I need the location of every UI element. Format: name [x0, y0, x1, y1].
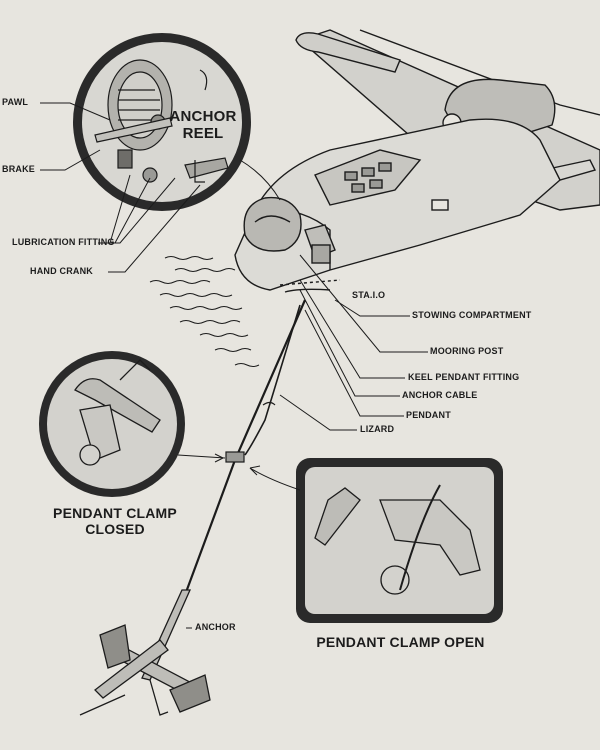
label-anchor-reel: ANCHOR REEL	[168, 108, 238, 142]
label-clamp-closed: PENDANT CLAMP CLOSED	[30, 505, 200, 537]
label-stowing-compartment: STOWING COMPARTMENT	[412, 310, 532, 320]
aircraft-illustration	[234, 29, 600, 293]
clamp-open-inset	[296, 458, 503, 623]
label-anchor-reel-line2: REEL	[182, 125, 224, 142]
label-lizard: LIZARD	[360, 424, 395, 434]
label-anchor-cable: ANCHOR CABLE	[402, 390, 478, 400]
label-pendant: PENDANT	[406, 410, 451, 420]
clamp-closed-inset	[39, 351, 185, 497]
label-pawl: PAWL	[2, 97, 29, 107]
anchor-illustration	[79, 589, 211, 716]
anchor-cable	[183, 299, 307, 596]
label-clamp-closed-line1: PENDANT CLAMP	[53, 505, 177, 521]
label-lubrication-fitting: LUBRICATION FITTING	[12, 237, 115, 247]
leader-lines	[40, 102, 428, 629]
label-brake: BRAKE	[2, 164, 36, 174]
anchor-reel-inset	[73, 33, 251, 211]
label-clamp-open: PENDANT CLAMP OPEN	[316, 634, 485, 650]
label-anchor-reel-line1: ANCHOR	[169, 108, 237, 125]
water-waves	[149, 256, 260, 367]
label-mooring-post: MOORING POST	[430, 346, 504, 356]
label-clamp-closed-line2: CLOSED	[85, 521, 145, 537]
label-hand-crank: HAND CRANK	[30, 266, 93, 276]
label-keel-pendant-fitting: KEEL PENDANT FITTING	[408, 372, 520, 382]
label-anchor: ANCHOR	[195, 622, 236, 632]
label-sta: STA.I.O	[352, 290, 386, 300]
